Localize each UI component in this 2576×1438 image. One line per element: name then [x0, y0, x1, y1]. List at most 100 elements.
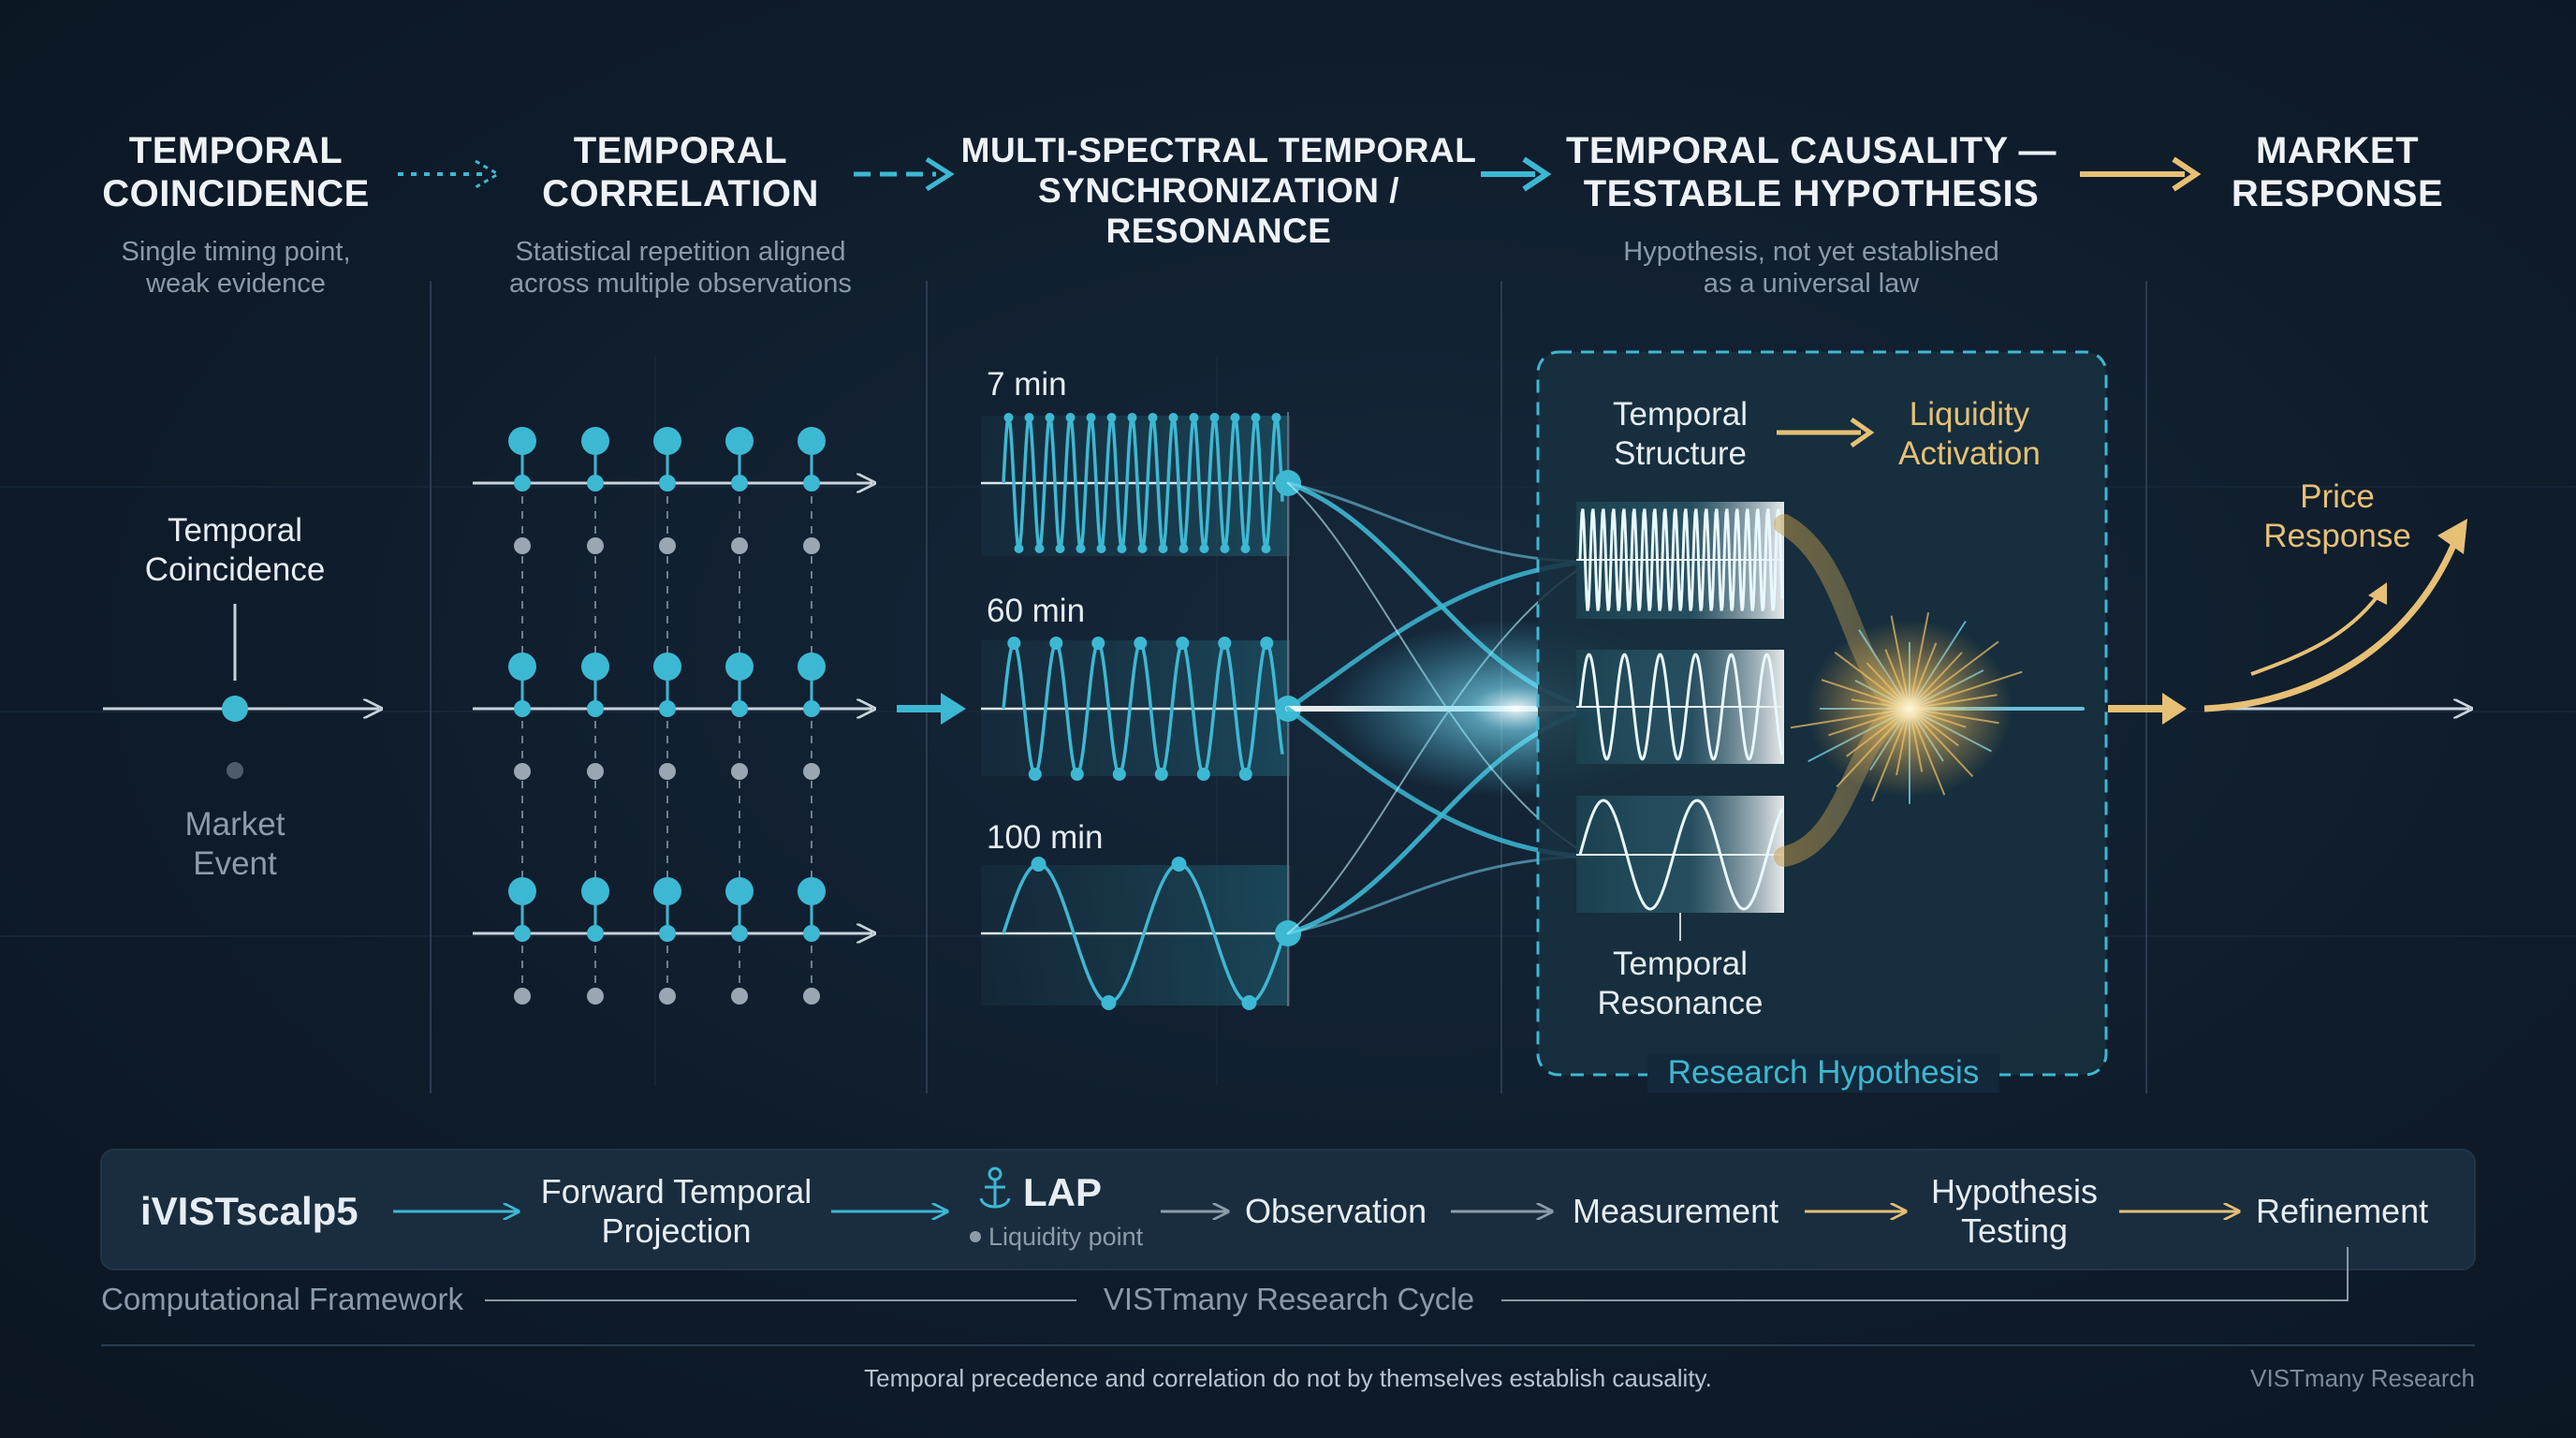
- timeline-point: [587, 700, 604, 717]
- timeline-point: [659, 925, 676, 942]
- observation-point: [508, 877, 536, 905]
- stage-title-causality: TEMPORAL CAUSALITY —TESTABLE HYPOTHESIS: [1565, 130, 2057, 214]
- event-point: [803, 763, 820, 780]
- observation-point: [725, 653, 754, 681]
- wave-peak: [1007, 637, 1021, 650]
- dotted-arrow-icon: [398, 159, 501, 189]
- cycle-step-measurement: Measurement: [1573, 1192, 1779, 1230]
- hypothesis-wave: [1578, 508, 1784, 611]
- wave-peak: [1127, 413, 1137, 422]
- wave-peak: [1031, 857, 1046, 872]
- wave-peak: [1199, 544, 1209, 553]
- wave-peak: [1003, 413, 1014, 422]
- event-point: [587, 537, 604, 554]
- wave-peak: [1014, 544, 1024, 553]
- wave-peak: [1034, 544, 1045, 553]
- research-cycle-label: VISTmany Research Cycle: [1103, 1282, 1475, 1316]
- wave-peak: [1218, 637, 1232, 650]
- hypothesis-waves: [1576, 508, 1784, 911]
- liquidity-glow: [1807, 620, 2012, 798]
- wave-peak: [1096, 544, 1106, 553]
- event-point: [587, 763, 604, 780]
- observation-point: [798, 653, 826, 681]
- wave-peak: [1070, 768, 1084, 781]
- event-point: [659, 537, 676, 554]
- coincidence-graphic: [103, 604, 379, 779]
- wave-line: [1002, 862, 1284, 1005]
- correlation-graphic: [473, 427, 872, 1005]
- timeline-point: [659, 475, 676, 492]
- wave-peak: [1158, 544, 1168, 553]
- wave-label-100min: 100 min: [987, 819, 1104, 856]
- event-point: [514, 763, 531, 780]
- wave-peak: [1241, 995, 1257, 1010]
- dashed-arrow-icon: [854, 156, 955, 192]
- timeline-point: [659, 700, 676, 717]
- wave-peak: [1076, 544, 1086, 553]
- cycle-bracket: [485, 1247, 2349, 1301]
- timeline-point: [731, 925, 748, 942]
- wave-peak: [1154, 768, 1168, 781]
- event-point: [514, 537, 531, 554]
- wave-peak: [1137, 544, 1148, 553]
- wave-peak: [1176, 637, 1190, 650]
- observation-point: [653, 877, 681, 905]
- wave-peak: [1209, 413, 1220, 422]
- computational-framework-label: Computational Framework: [101, 1282, 463, 1316]
- solid-arrow-icon: [1481, 156, 1552, 192]
- wave-peak: [1028, 768, 1042, 781]
- lap-subtitle: Liquidity point: [988, 1223, 1144, 1251]
- observation-point: [798, 877, 826, 905]
- wave-peak: [1091, 637, 1105, 650]
- event-point: [803, 988, 820, 1005]
- wave-label-60min: 60 min: [987, 593, 1086, 629]
- event-point: [659, 763, 676, 780]
- cycle-step-observation: Observation: [1245, 1192, 1427, 1230]
- event-point: [731, 988, 748, 1005]
- market-response-graphic: [2203, 519, 2469, 709]
- wave-peak: [1260, 637, 1274, 650]
- research-hypothesis-label: Research Hypothesis: [1647, 1053, 1999, 1093]
- hypothesis-wave-boxes: [1576, 502, 1784, 941]
- output-arrow-icon: [2108, 693, 2187, 725]
- event-point: [514, 988, 531, 1005]
- hypothesis-wave: [1578, 799, 1784, 911]
- timeline-point: [514, 475, 531, 492]
- observation-point: [798, 427, 826, 455]
- timeline-point: [731, 475, 748, 492]
- wave-peak: [1134, 637, 1148, 650]
- event-point: [731, 537, 748, 554]
- anchor-icon: [979, 1167, 1011, 1209]
- footer-disclaimer: Temporal precedence and correlation do n…: [864, 1364, 1712, 1392]
- wave-peak: [1271, 413, 1281, 422]
- wave-peak: [1261, 544, 1271, 553]
- observation-point: [581, 653, 609, 681]
- wave-peak: [1196, 768, 1210, 781]
- wave-peak: [1045, 413, 1055, 422]
- cycle-step-lap: LAP: [1023, 1170, 1102, 1214]
- timeline-point: [587, 475, 604, 492]
- observation-point: [508, 653, 536, 681]
- observation-point: [653, 427, 681, 455]
- liquidity-point-dot: [970, 1231, 981, 1242]
- timeline-point: [514, 700, 531, 717]
- wave-peak: [1178, 544, 1189, 553]
- wave-peak: [1101, 995, 1117, 1010]
- wave-peak: [1024, 413, 1034, 422]
- event-point: [659, 988, 676, 1005]
- wave-peak: [1065, 413, 1076, 422]
- wave-peak: [1171, 857, 1187, 872]
- cycle-step-refinement: Refinement: [2256, 1192, 2429, 1230]
